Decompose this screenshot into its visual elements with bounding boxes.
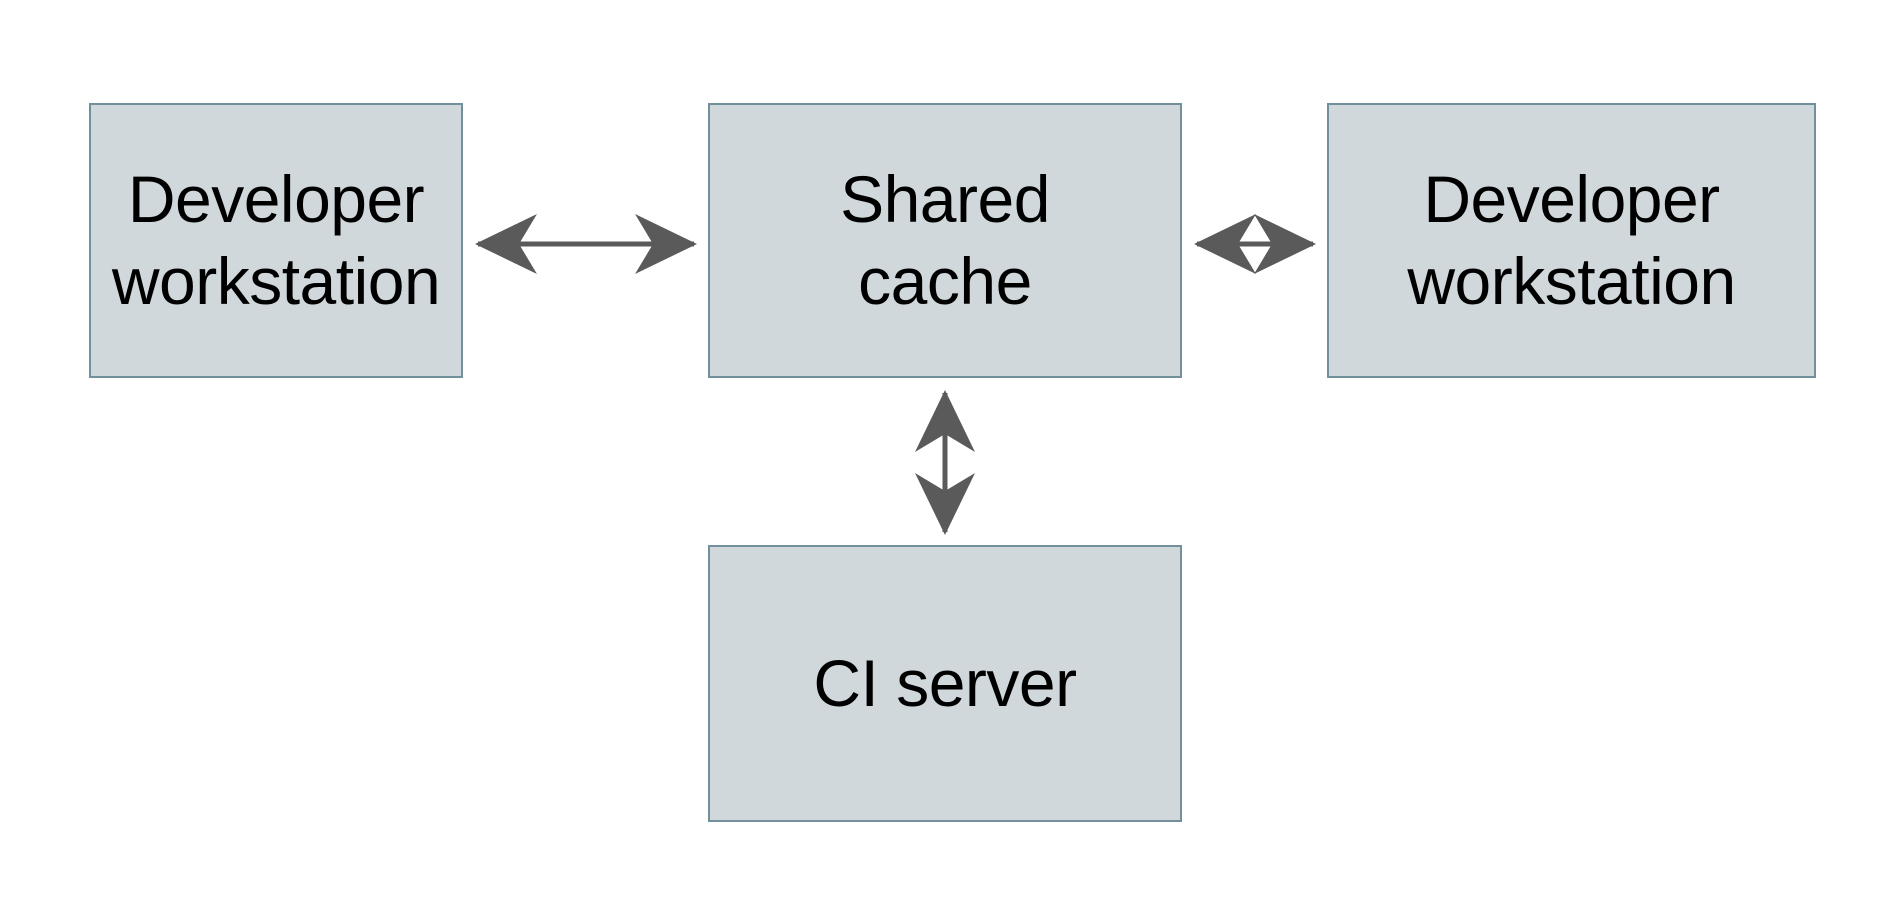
node-label: CI server: [813, 645, 1077, 720]
node-label: Developer workstation: [1407, 161, 1736, 318]
node-label: Shared cache: [840, 161, 1050, 318]
node-developer-workstation-left[interactable]: Developer workstation: [89, 103, 463, 378]
node-label: Developer workstation: [111, 161, 441, 318]
node-ci-server[interactable]: CI server: [708, 545, 1182, 822]
node-shared-cache[interactable]: Shared cache: [708, 103, 1182, 378]
node-developer-workstation-right[interactable]: Developer workstation: [1327, 103, 1816, 378]
